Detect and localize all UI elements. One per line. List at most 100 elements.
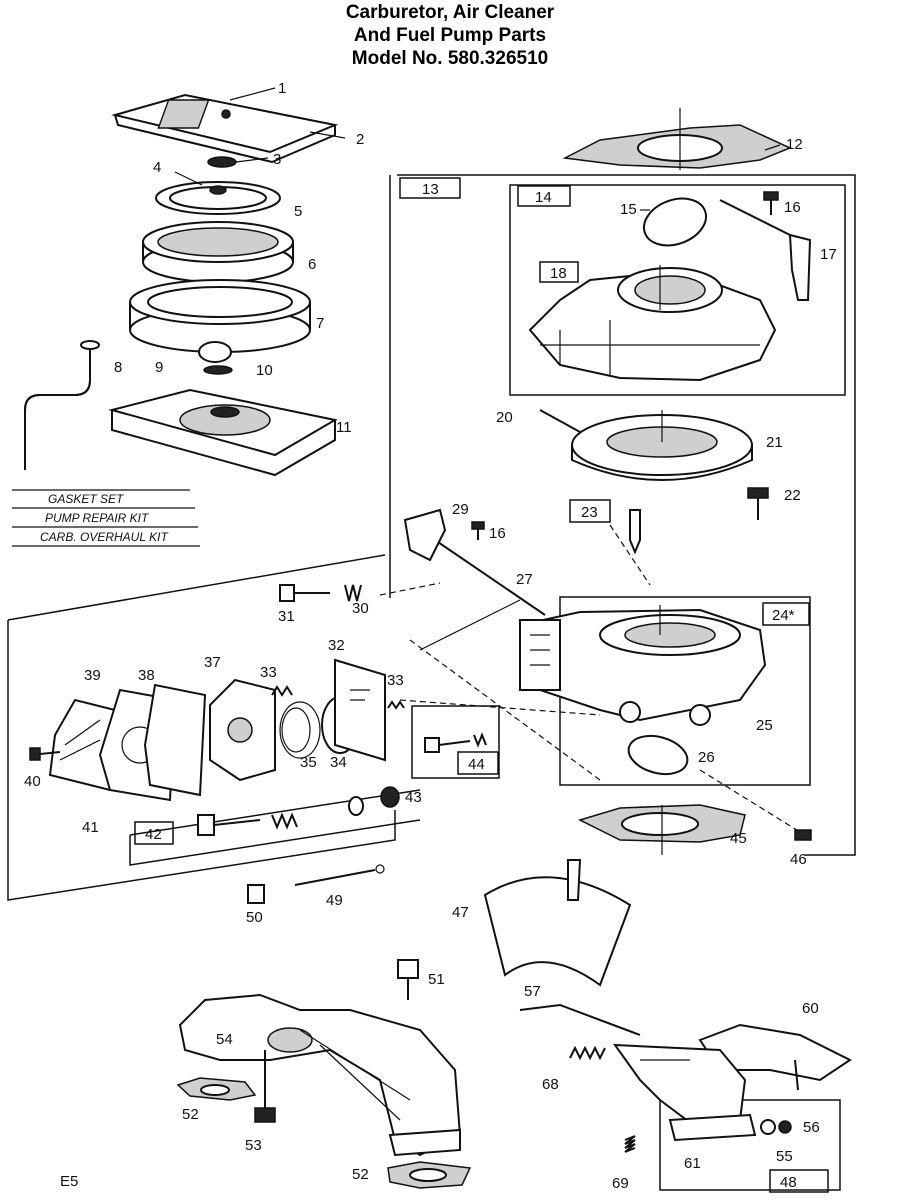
- choke-plate-illustration: [643, 197, 707, 247]
- air-cleaner-base-illustration: [108, 388, 338, 477]
- callout-40: 40: [24, 773, 41, 790]
- throttle-shaft-illustration: [403, 508, 546, 616]
- manifold-gasket-52a-illustration: [176, 1077, 257, 1101]
- diaphragm-spring-frame: [129, 789, 421, 866]
- svg-text:18: 18: [550, 265, 567, 282]
- spring-69-illustration: [624, 1135, 636, 1153]
- air-horn-stud-illustration: [198, 341, 233, 375]
- callout-47: 47: [452, 904, 469, 921]
- callout-69: 69: [612, 1175, 629, 1192]
- callout-53: 53: [245, 1137, 262, 1154]
- callout-39: 39: [84, 667, 101, 684]
- callout-43: 43: [405, 789, 422, 806]
- pump-screw-40-illustration: [29, 747, 61, 761]
- box-ref-48: 48: [769, 1169, 829, 1193]
- choke-subassembly-frame: [509, 184, 846, 396]
- box-ref-23: 23: [569, 499, 611, 523]
- callout-16b: 16: [489, 525, 506, 542]
- svg-text:48: 48: [780, 1174, 797, 1191]
- callout-22: 22: [784, 487, 801, 504]
- callout-20: 20: [496, 409, 513, 426]
- callout-30: 30: [352, 600, 369, 617]
- callout-52a: 52: [182, 1106, 199, 1123]
- callout-17: 17: [820, 246, 837, 263]
- callout-61: 61: [684, 1155, 701, 1172]
- callout-26: 26: [698, 749, 715, 766]
- callout-27: 27: [516, 571, 533, 588]
- mount-screw-illustration-46: [699, 769, 812, 841]
- callout-41: 41: [82, 819, 99, 836]
- choke-shaft-illustration: [719, 199, 812, 301]
- paper-element-illustration: [129, 279, 311, 353]
- title-line-2: And Fuel Pump Parts: [353, 25, 547, 46]
- idle-screw-illustration: [279, 584, 330, 602]
- callout-33a: 33: [260, 664, 277, 681]
- svg-text:24*: 24*: [772, 607, 795, 624]
- governor-link-57-illustration: [519, 1003, 641, 1036]
- foam-element-illustration: [142, 221, 294, 283]
- callout-50: 50: [246, 909, 263, 926]
- callout-38: 38: [138, 667, 155, 684]
- callout-46: 46: [790, 851, 807, 868]
- callout-68: 68: [542, 1076, 559, 1093]
- fitting-50-illustration: [247, 884, 265, 904]
- pump-plate-32-illustration: [334, 658, 386, 762]
- link-61-illustration: [668, 1113, 757, 1142]
- callout-57: 57: [524, 983, 541, 1000]
- callout-10: 10: [256, 362, 273, 379]
- carb-body-illustration: [519, 608, 767, 726]
- callout-45: 45: [730, 830, 747, 847]
- top-gasket-illustration: [562, 124, 792, 169]
- callout-49: 49: [326, 892, 343, 909]
- gasket-set-label: GASKET SET: [48, 492, 125, 506]
- callout-2: 2: [356, 131, 364, 148]
- callout-31: 31: [278, 608, 295, 625]
- throttle-plate-illustration: [627, 734, 689, 776]
- callout-33b: 33: [387, 672, 404, 689]
- callout-52b: 52: [352, 1166, 369, 1183]
- manifold-gasket-52b-illustration: [387, 1161, 472, 1189]
- washer-56-illustration: [760, 1119, 792, 1135]
- callout-54: 54: [216, 1031, 233, 1048]
- needle-valve-frame: [411, 705, 500, 779]
- inlet-needle-illustration: [629, 509, 641, 555]
- callout-5: 5: [294, 203, 302, 220]
- box-ref-18: 18: [539, 261, 579, 283]
- callout-60: 60: [802, 1000, 819, 1017]
- callout-32: 32: [328, 637, 345, 654]
- leader-lines: [174, 87, 781, 855]
- box-ref-13: 13: [399, 177, 461, 199]
- carb-upper-body-illustration: [528, 267, 777, 382]
- callout-29: 29: [452, 501, 469, 518]
- callout-25: 25: [756, 717, 773, 734]
- callout-8: 8: [114, 359, 122, 376]
- title-line-1: Carburetor, Air Cleaner: [345, 2, 555, 23]
- element-cover-disc-illustration: [155, 181, 281, 215]
- spring-68-illustration: [569, 1045, 606, 1061]
- callout-35: 35: [300, 754, 317, 771]
- pump-springs-illustration: [271, 685, 321, 759]
- callout-21: 21: [766, 434, 783, 451]
- breather-tube-illustration: [24, 340, 100, 470]
- callout-numbers: 1 2 3 4 5 6 7 8 9 10 11 12 15 16 17 20 2…: [24, 80, 837, 1192]
- small-screw-illustration-16: [763, 191, 779, 215]
- pump-diaphragm-38-illustration: [143, 683, 207, 797]
- svg-text:44: 44: [468, 756, 485, 773]
- callout-11: 11: [336, 419, 352, 436]
- pump-body-illustration: [209, 678, 276, 782]
- callout-7: 7: [316, 315, 324, 332]
- callout-15: 15: [620, 201, 637, 218]
- callout-1: 1: [278, 80, 286, 97]
- svg-text:23: 23: [581, 504, 598, 521]
- pump-fitting-33-illustration: [387, 700, 405, 710]
- small-screw-illustration-16b: [471, 521, 485, 540]
- svg-text:13: 13: [422, 181, 439, 198]
- svg-text:14: 14: [535, 189, 552, 206]
- callout-34: 34: [330, 754, 347, 771]
- pump-repair-kit-label: PUMP REPAIR KIT: [45, 511, 150, 525]
- intake-manifold-illustration: [178, 993, 462, 1157]
- carburetor-assembly-frame: [389, 174, 856, 856]
- cover-washer-illustration: [207, 156, 237, 168]
- box-ref-42: 42: [134, 821, 174, 845]
- title-line-3: Model No. 580.326510: [351, 48, 549, 69]
